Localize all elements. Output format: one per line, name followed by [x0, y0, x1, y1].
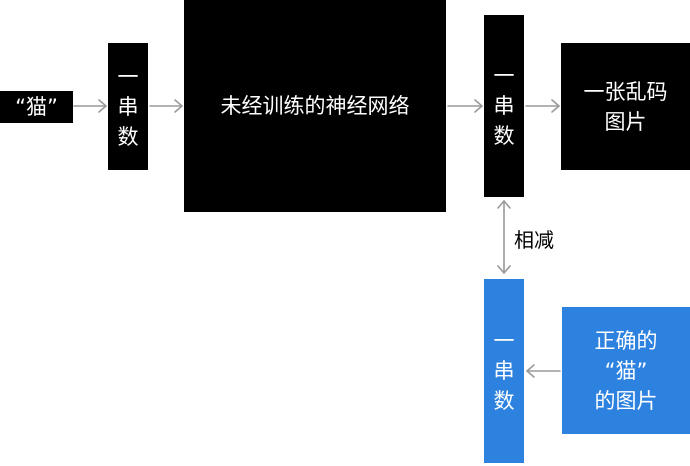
input-word-label: “猫”	[15, 95, 58, 119]
garbled-image-line-2: 图片	[604, 109, 647, 134]
number-string-node-2: 一 串 数	[484, 15, 524, 197]
number-string-2-char-1: 一	[493, 64, 515, 88]
correct-image-node: 正确的 “猫” 的图片	[562, 307, 690, 434]
correct-image-line-2: “猫”	[604, 358, 648, 383]
number-string-node-3: 一 串 数	[484, 279, 524, 463]
untrained-network-node: 未经训练的神经网络	[184, 0, 446, 212]
input-word-node: “猫”	[0, 91, 73, 123]
correct-image-line-1: 正确的	[594, 328, 658, 353]
untrained-network-label: 未经训练的神经网络	[220, 94, 410, 118]
correct-image-line-3: 的图片	[594, 388, 658, 413]
number-string-1-char-1: 一	[117, 64, 139, 89]
number-string-1-char-2: 串	[117, 94, 139, 119]
arrow-correct-image-to-numbers	[526, 364, 561, 378]
arrow-numbers-to-garbled-image	[525, 99, 560, 113]
garbled-image-node: 一张乱码 图片	[561, 43, 690, 170]
garbled-image-line-1: 一张乱码	[583, 79, 668, 104]
number-string-3-char-2: 串	[493, 359, 515, 383]
number-string-node-1: 一 串 数	[108, 43, 148, 170]
number-string-2-char-3: 数	[493, 124, 515, 148]
number-string-3-char-1: 一	[493, 329, 515, 353]
number-string-1-char-3: 数	[117, 124, 139, 149]
arrow-word-to-numbers	[73, 99, 107, 113]
arrow-network-to-numbers	[447, 99, 483, 113]
arrow-numbers-to-network	[149, 99, 183, 113]
number-string-2-char-2: 串	[493, 94, 515, 118]
subtract-label: 相减	[514, 228, 554, 252]
arrow-subtract-bidirectional	[497, 200, 511, 274]
number-string-3-char-3: 数	[493, 389, 515, 413]
